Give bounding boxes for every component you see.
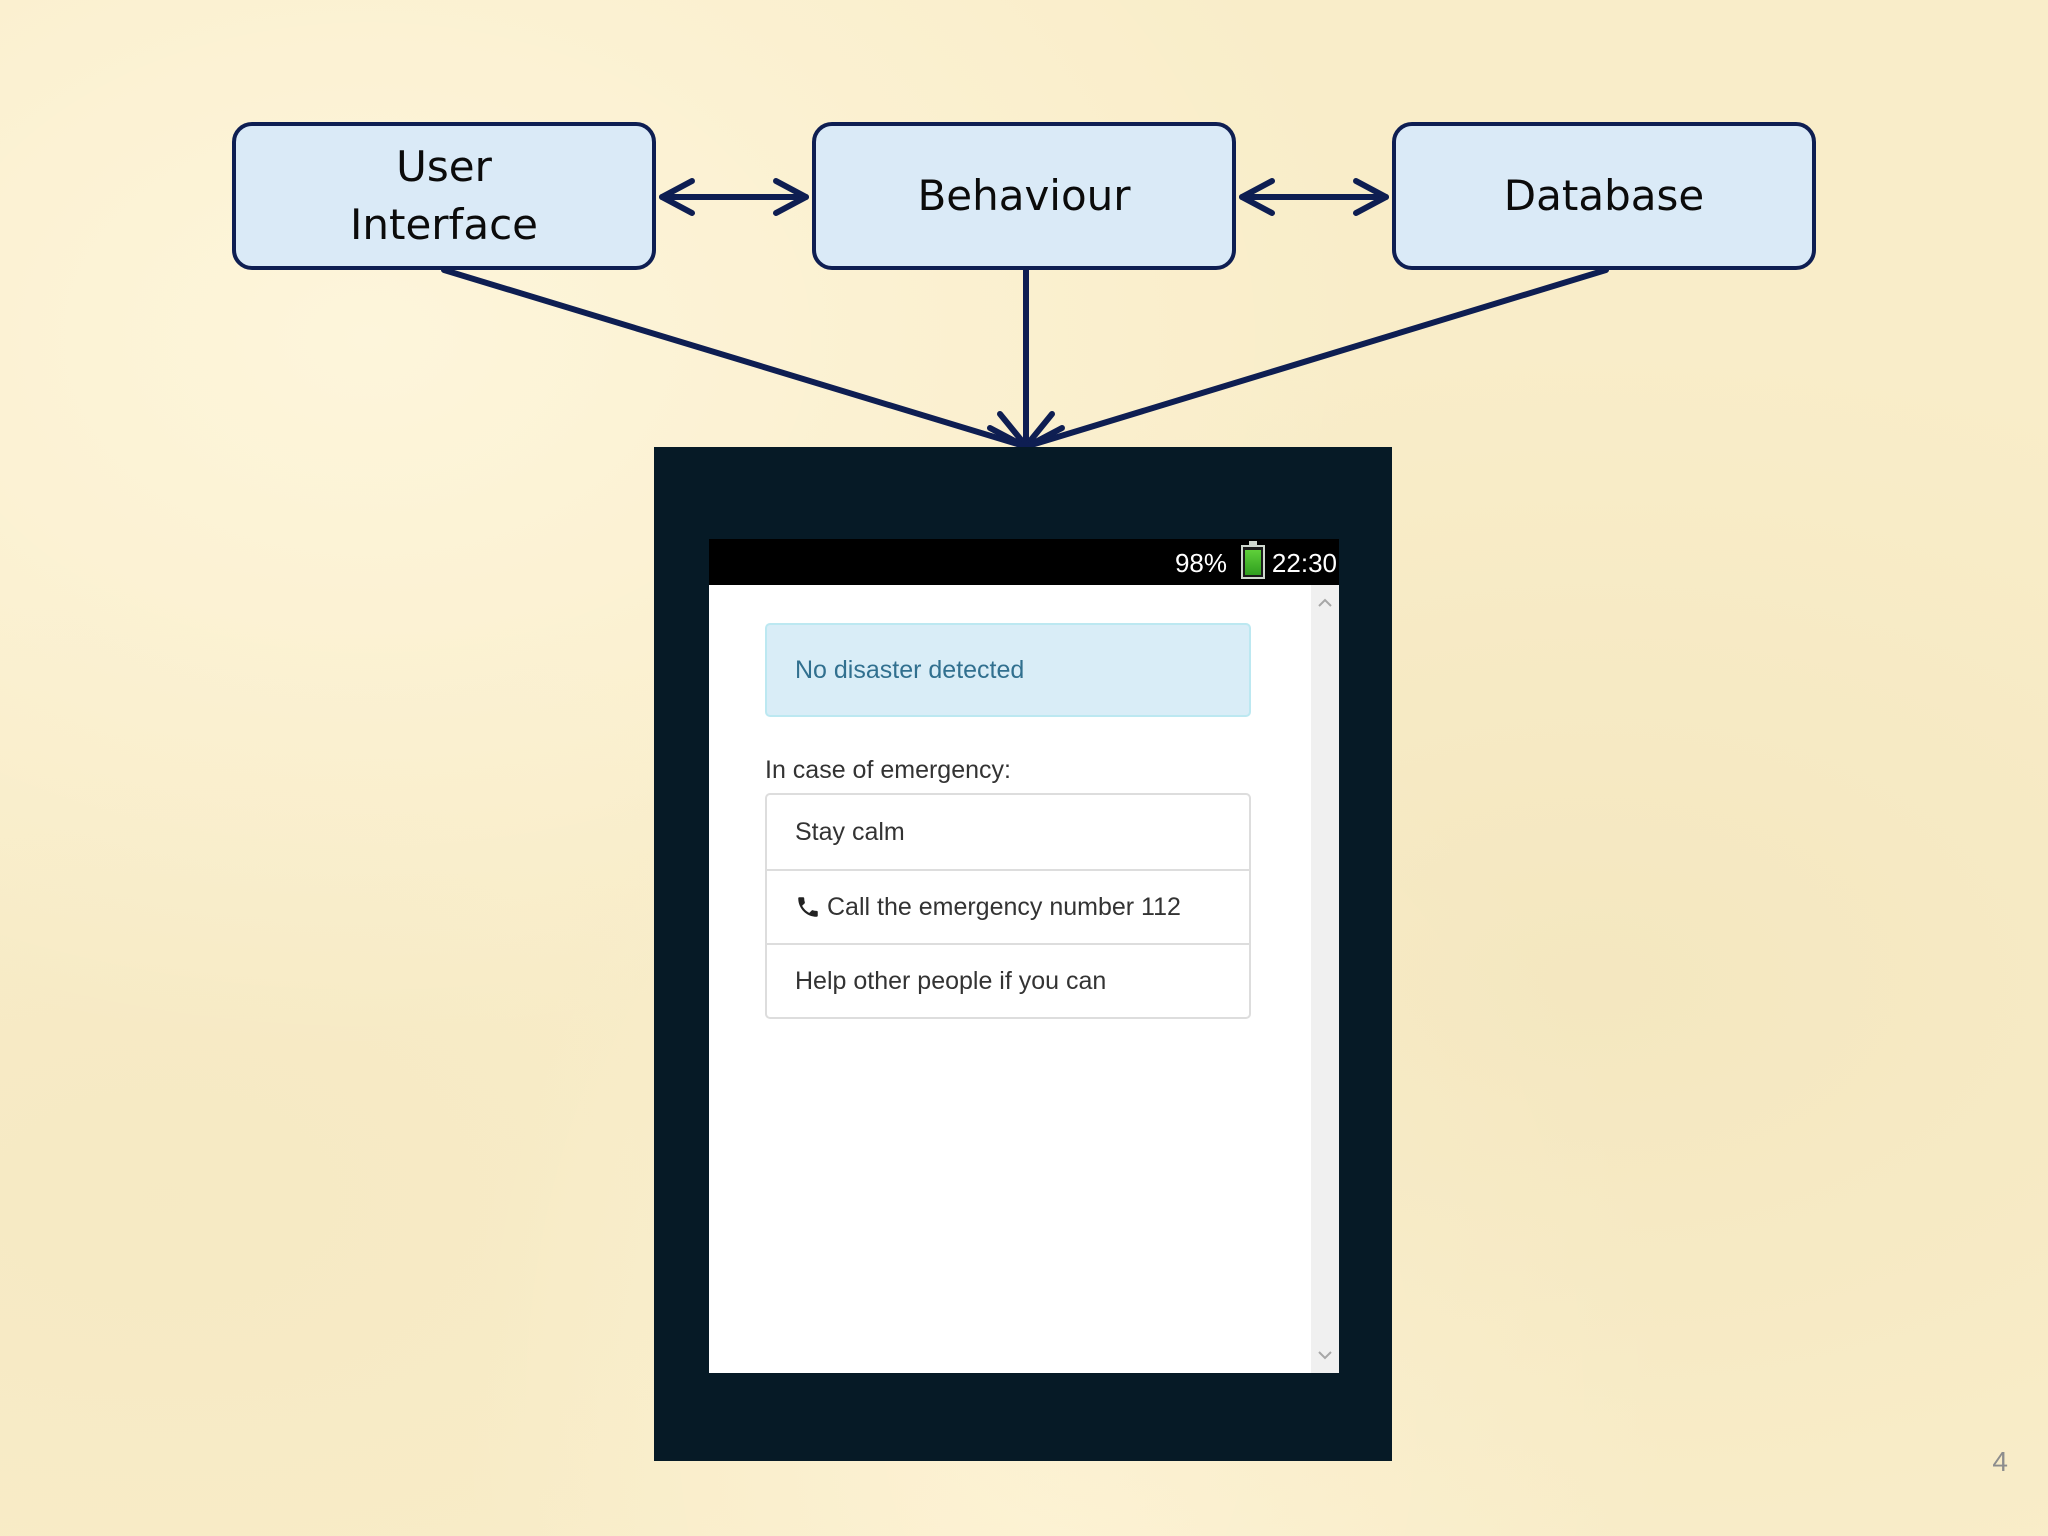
- scroll-up-icon[interactable]: [1311, 589, 1339, 617]
- list-item: Help other people if you can: [767, 943, 1249, 1017]
- edge-database-device: [1025, 267, 1609, 449]
- arrowhead-ui: [659, 178, 695, 216]
- vertical-scrollbar[interactable]: [1311, 585, 1339, 1373]
- tablet-screen: 98% 22:30 No disaster detected In case o…: [709, 539, 1339, 1373]
- arrowhead-device-left: [987, 425, 1027, 449]
- emergency-instructions-list: Stay calm Call the emergency number 112 …: [765, 793, 1251, 1019]
- battery-icon: [1241, 541, 1265, 579]
- arrowhead-behaviour-left: [773, 178, 809, 216]
- status-bar: 98% 22:30: [709, 539, 1339, 585]
- scroll-down-icon[interactable]: [1311, 1341, 1339, 1369]
- slide-page-number: 4: [1992, 1446, 2008, 1477]
- behaviour-node: Behaviour: [812, 122, 1236, 270]
- arrowhead-database: [1353, 178, 1389, 216]
- database-node: Database: [1392, 122, 1816, 270]
- list-item-call[interactable]: Call the emergency number 112: [767, 869, 1249, 943]
- tablet-frame: 98% 22:30 No disaster detected In case o…: [654, 447, 1392, 1461]
- list-item: Stay calm: [767, 795, 1249, 869]
- arrowhead-device-right: [1025, 425, 1065, 449]
- status-time: 22:30: [1271, 548, 1337, 578]
- arrowhead-behaviour-right: [1239, 178, 1275, 216]
- edge-ui-device: [441, 267, 1027, 449]
- list-item-label: Stay calm: [795, 817, 905, 846]
- list-item-label: Help other people if you can: [795, 966, 1107, 995]
- phone-icon: [795, 894, 821, 920]
- alert-text: No disaster detected: [795, 655, 1025, 684]
- list-item-label: Call the emergency number 112: [827, 892, 1181, 921]
- battery-percentage: 98%: [1174, 548, 1227, 578]
- user-interface-node: User Interface: [232, 122, 656, 270]
- disaster-status-alert: No disaster detected: [765, 623, 1251, 717]
- emergency-title: In case of emergency:: [765, 756, 1011, 784]
